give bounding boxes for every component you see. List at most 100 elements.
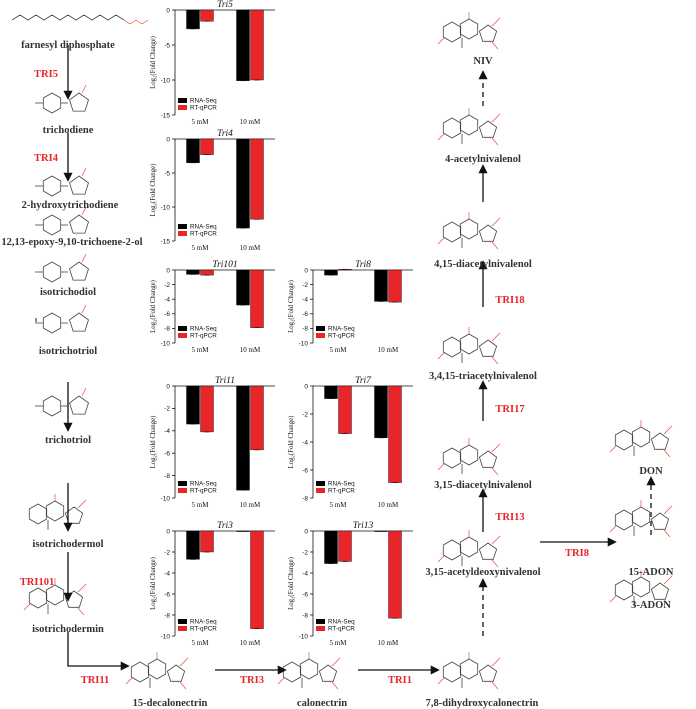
- y-tick-label: -4: [302, 570, 308, 577]
- legend-label: RT-qPCR: [190, 105, 217, 112]
- bar-rna-seq: [186, 9, 200, 30]
- enzyme-tri3: TRI3: [240, 675, 264, 686]
- x-category-label: 10 mM: [240, 118, 261, 126]
- y-tick-label: -10: [161, 633, 171, 640]
- label-diacetylnivalenol-415: 4,15-diacetylnivalenol: [434, 259, 532, 270]
- bar-rt-qpcr: [338, 530, 352, 562]
- structure-acetyldeoxynivalenol: [437, 530, 501, 568]
- x-category-label: 10 mM: [378, 346, 399, 354]
- bar-rt-qpcr: [200, 9, 214, 22]
- structure-trichotriol: [35, 387, 89, 417]
- legend-swatch-rt-qpcr: [316, 626, 325, 631]
- x-category-label: 10 mM: [240, 346, 261, 354]
- bar-rna-seq: [186, 385, 200, 425]
- legend-swatch-rt-qpcr: [178, 105, 187, 110]
- enzyme-tri1: TRI1: [388, 675, 412, 686]
- y-axis-label: Log₂(Fold Change): [150, 557, 157, 610]
- enzyme-tri13: TRI13: [495, 512, 524, 523]
- y-tick-label: -8: [164, 612, 170, 619]
- label-epoxy: 12,13-epoxy-9,10-trichoene-2-ol: [1, 237, 142, 248]
- bar-rna-seq: [236, 530, 250, 532]
- y-axis-label: Log₂(Fold Change): [288, 280, 295, 333]
- bar-rna-seq: [324, 269, 338, 276]
- y-tick-label: -5: [164, 170, 170, 177]
- y-tick-label: -8: [164, 473, 170, 480]
- structure-don: [609, 420, 673, 458]
- y-tick-label: -4: [302, 297, 308, 304]
- y-tick-label: -8: [302, 326, 308, 333]
- bar-rt-qpcr: [250, 138, 264, 220]
- y-tick-label: -5: [164, 42, 170, 49]
- y-tick-label: 0: [304, 528, 308, 535]
- x-category-label: 5 mM: [192, 346, 210, 354]
- x-category-label: 10 mM: [240, 244, 261, 252]
- x-category-label: 10 mM: [240, 501, 261, 509]
- structure-triacetylnivalenol: [437, 327, 501, 365]
- label-don: DON: [639, 466, 663, 477]
- bar-rna-seq: [236, 269, 250, 306]
- bar-rt-qpcr: [200, 385, 214, 433]
- y-tick-label: -10: [161, 495, 171, 502]
- y-tick-label: -2: [302, 411, 308, 418]
- x-category-label: 5 mM: [330, 501, 348, 509]
- structure-acetylnivalenol: [437, 108, 501, 146]
- legend-label: RT-qPCR: [190, 488, 217, 495]
- legend-label: RNA-Seq: [328, 481, 355, 488]
- chart-title: Tri3: [217, 521, 233, 531]
- y-axis-label: Log₂(Fold Change): [288, 557, 295, 610]
- bar-rna-seq: [374, 385, 388, 438]
- bar-rt-qpcr: [338, 385, 352, 434]
- legend-swatch-rna-seq: [316, 326, 325, 331]
- legend-label: RNA-Seq: [190, 98, 217, 105]
- x-category-label: 5 mM: [330, 639, 348, 647]
- y-tick-label: -10: [299, 340, 309, 347]
- label-15-adon: 15-ADON: [629, 567, 674, 578]
- bar-rt-qpcr: [200, 530, 214, 553]
- x-category-label: 10 mM: [378, 501, 399, 509]
- chart-title: Tri7: [355, 376, 372, 386]
- label-isotrichodiol: isotrichodiol: [40, 287, 96, 298]
- label-trichodiene: trichodiene: [43, 125, 94, 136]
- y-tick-label: -10: [161, 340, 171, 347]
- y-tick-label: -4: [164, 570, 170, 577]
- y-axis-label: Log₂(Fold Change): [150, 36, 157, 89]
- structure-diacetylnivalenol-315: [437, 438, 501, 476]
- legend-swatch-rna-seq: [178, 224, 187, 229]
- compound-labels: farnesyl diphosphate trichodiene 2-hydro…: [1, 40, 673, 709]
- x-category-label: 10 mM: [240, 639, 261, 647]
- structure-15-adon: [609, 500, 673, 538]
- y-tick-label: 0: [166, 7, 170, 14]
- chart-title: Tri4: [217, 129, 233, 139]
- label-isotrichodermin: isotrichodermin: [32, 624, 104, 635]
- enzyme-tri11: TRI11: [81, 675, 110, 686]
- enzyme-tri18: TRI18: [495, 295, 524, 306]
- label-decalonectrin: 15-decalonectrin: [133, 698, 208, 709]
- structure-diacetylnivalenol-415: [437, 212, 501, 250]
- legend-label: RT-qPCR: [328, 333, 355, 340]
- enzyme-labels: TRI5 TRI4 TRI101 TRI11 TRI3 TRI1 TRI13 T…: [20, 69, 589, 686]
- bar-rna-seq: [236, 9, 250, 81]
- label-isotrichotriol: isotrichotriol: [39, 346, 97, 357]
- y-tick-label: 0: [166, 528, 170, 535]
- chart-title: Tri13: [353, 521, 374, 531]
- legend-label: RT-qPCR: [190, 333, 217, 340]
- structure-3-adon: [609, 570, 673, 608]
- legend-swatch-rna-seq: [178, 619, 187, 624]
- enzyme-tri4: TRI4: [34, 153, 59, 164]
- enzyme-tri8: TRI8: [565, 548, 589, 559]
- bar-rt-qpcr: [388, 530, 402, 619]
- legend-label: RT-qPCR: [190, 626, 217, 633]
- y-tick-label: -2: [164, 282, 170, 289]
- y-tick-label: -4: [164, 428, 170, 435]
- legend-swatch-rna-seq: [316, 619, 325, 624]
- y-tick-label: -10: [161, 204, 171, 211]
- y-tick-label: -15: [161, 112, 171, 119]
- y-tick-label: -4: [302, 439, 308, 446]
- structure-isotrichotriol: [35, 304, 89, 334]
- label-calonectrin: calonectrin: [297, 698, 347, 709]
- structure-trichodiene: [35, 84, 89, 114]
